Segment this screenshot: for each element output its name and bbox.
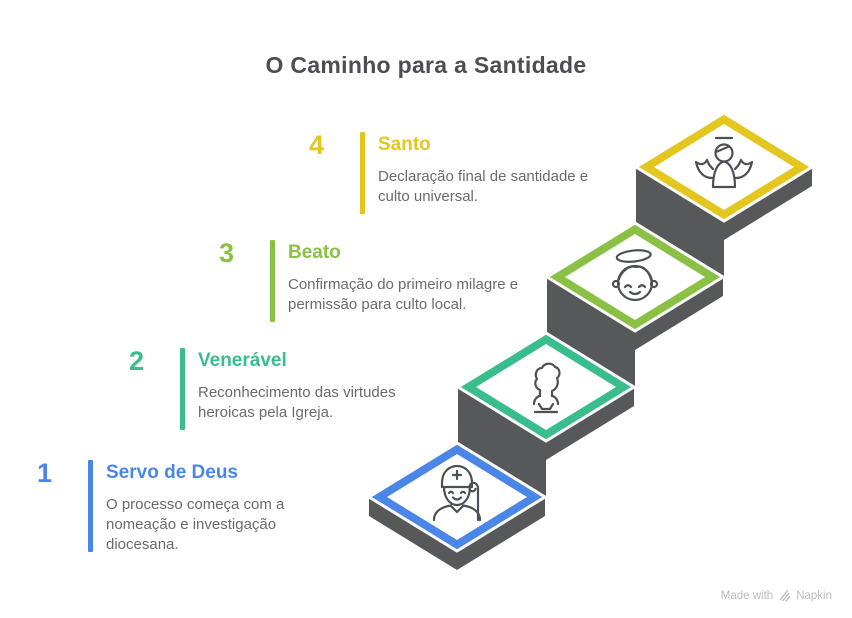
step-2-number: 2 [128, 346, 144, 376]
watermark-brand: Napkin [796, 589, 832, 602]
watermark: Made with Napkin [721, 589, 832, 602]
stair-step-4-side [636, 167, 812, 240]
stair-step-2-platform [476, 344, 616, 430]
stair-step-1-side [369, 497, 545, 570]
napkin-logo-icon [779, 589, 791, 602]
haloed-face-icon [611, 249, 659, 302]
bust-icon [532, 362, 561, 414]
stair-step-1 [366, 441, 548, 570]
stair-step-3-side [547, 277, 723, 350]
step-2-description: Reconhecimento das virtudes heroicas pel… [198, 384, 396, 421]
stair-step-4 [633, 111, 815, 277]
stair-step-3-platform [565, 234, 705, 320]
step-1-bar [88, 460, 93, 552]
step-3-title: Beato [288, 242, 341, 263]
stair-step-3 [544, 221, 726, 387]
watermark-prefix: Made with [720, 589, 774, 602]
step-3-description: Confirmação do primeiro milagre e permis… [288, 276, 519, 313]
stair-step-2-side [458, 387, 634, 460]
page-title: O Caminho para a Santidade [265, 52, 587, 78]
step-4-description: Declaração final de santidade e culto un… [378, 168, 589, 205]
bishop-icon [432, 464, 482, 522]
stair-step-4-platform [654, 124, 794, 210]
step-1-description: O processo começa com a nomeação e inves… [106, 496, 285, 553]
step-4-title: Santo [378, 134, 431, 155]
step-3-bar [270, 240, 275, 322]
step-3-number: 3 [218, 238, 234, 268]
step-1-number: 1 [36, 458, 52, 488]
step-2-title: Venerável [198, 350, 287, 371]
step-1-title: Servo de Deus [106, 462, 238, 483]
step-4-number: 4 [308, 130, 324, 160]
step-4-bar [360, 132, 365, 214]
stair-step-2 [455, 331, 637, 497]
angel-icon [694, 136, 754, 189]
stair-step-1-platform [387, 454, 527, 540]
step-2-bar [180, 348, 185, 430]
